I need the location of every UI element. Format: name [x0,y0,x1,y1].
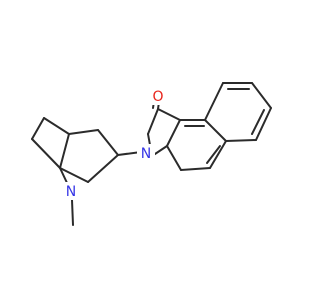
bridge-nitrogen-label: N [62,182,80,200]
structure-drawing: O N N [31,82,272,226]
molecule-diagram: O N N [31,82,272,226]
oxygen-label: O [149,87,167,105]
naphthalene-ring-outer [204,82,272,142]
oxygen-atom: O [152,89,163,105]
azabicyclo-skeleton [31,117,119,226]
amide-nitrogen-label: N [137,144,155,162]
naphthalene-ring-inner [166,119,227,171]
amide-nitrogen-atom: N [141,146,151,162]
bridge-nitrogen-atom: N [66,184,76,200]
